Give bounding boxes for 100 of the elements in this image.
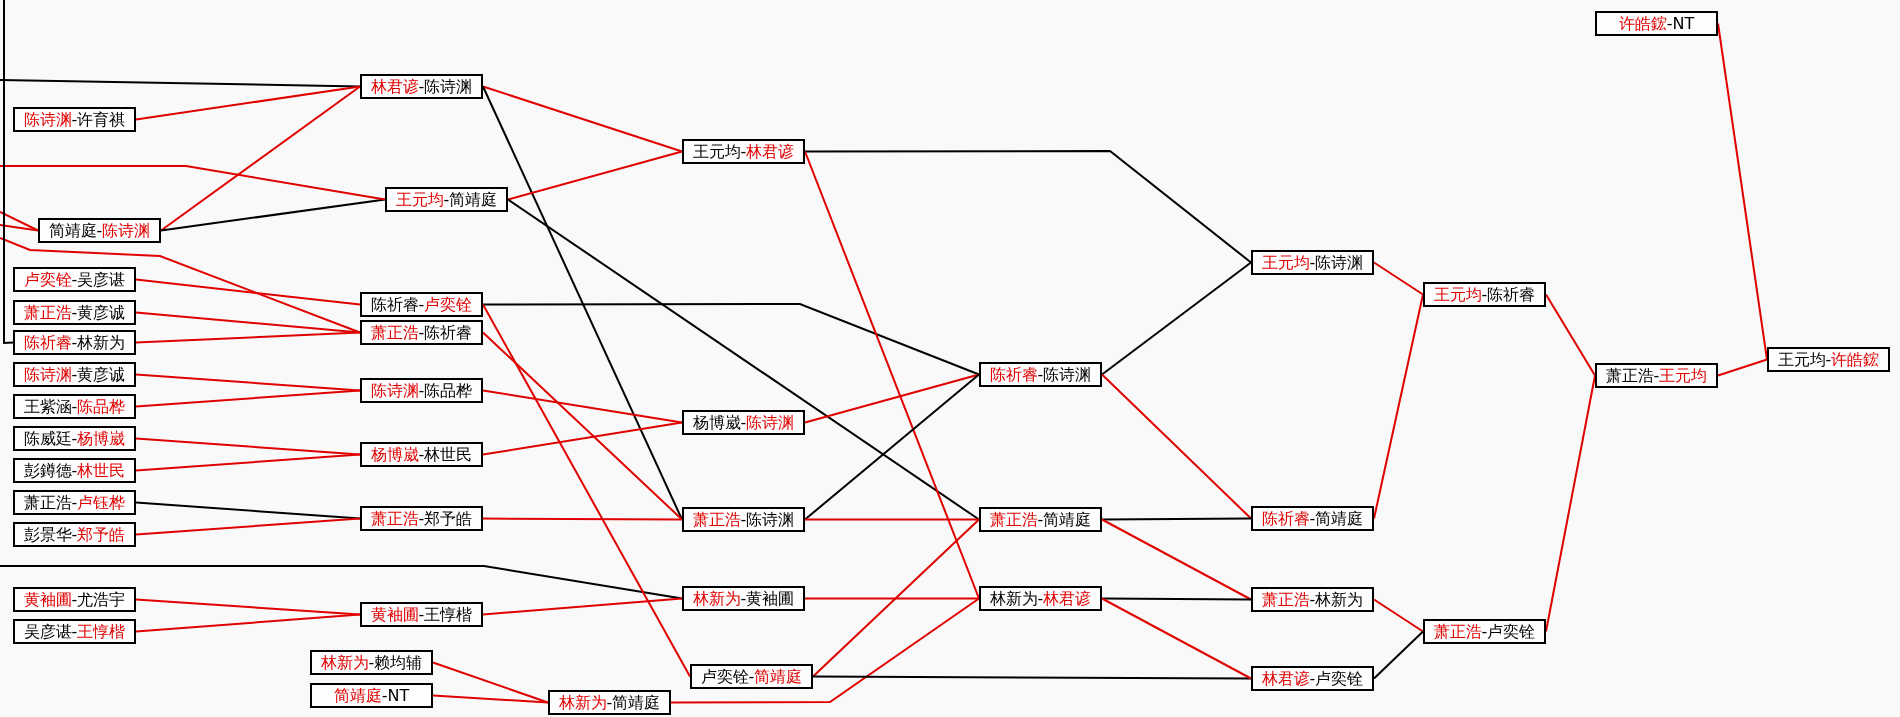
match-label: 杨博崴-林世民 [370, 446, 473, 463]
match-label: 陈威廷-杨博崴 [23, 430, 126, 447]
bracket-line [812, 518, 980, 678]
match-label: 陈诗渊-许育祺 [23, 111, 126, 128]
bracket-line [3, 0, 14, 345]
match-label: 彭鐏德-林世民 [23, 462, 126, 479]
match-label: 黄袖圃-尤浩宇 [23, 591, 126, 608]
match-box [13, 490, 136, 515]
match-box [1251, 587, 1374, 612]
bracket-line [482, 597, 683, 616]
bracket-line [160, 198, 386, 232]
bracket-line [135, 453, 361, 472]
match-label: 陈祈睿-陈诗渊 [989, 366, 1092, 383]
match-label: 王元均-陈诗渊 [1261, 254, 1364, 271]
match-box [360, 602, 483, 627]
match-label: 萧正浩-卢钰桦 [23, 494, 126, 511]
match-box [1423, 282, 1546, 307]
bracket-line [804, 597, 980, 600]
bracket-line [1101, 517, 1252, 521]
match-label: 陈诗渊-黄彦诚 [23, 366, 126, 383]
bracket-line [804, 518, 980, 521]
match-box [682, 139, 805, 164]
match-box [13, 458, 136, 483]
match-label: 林君谚-陈诗渊 [370, 78, 473, 95]
bracket-line [482, 303, 691, 678]
match-box [13, 107, 136, 132]
match-label: 萧正浩-简靖庭 [989, 511, 1092, 528]
bracket-line [135, 85, 361, 121]
match-label: 陈祈睿-林新为 [23, 334, 126, 351]
match-label: 萧正浩-卢奕铨 [1433, 623, 1536, 640]
match-label: 萧正浩-王元均 [1605, 367, 1708, 384]
match-label: 陈祈睿-卢奕铨 [370, 296, 473, 313]
match-label: 林新为-赖均辅 [320, 654, 423, 671]
match-label: 陈诗渊-陈品桦 [370, 382, 473, 399]
match-box [979, 507, 1102, 532]
match-box [1251, 506, 1374, 531]
match-box [360, 292, 483, 317]
match-label: 王元均-简靖庭 [395, 191, 498, 208]
bracket-line [1101, 597, 1252, 680]
match-label: 杨博崴-陈诗渊 [692, 414, 795, 431]
bracket-line [804, 150, 1252, 264]
bracket-line [804, 373, 980, 521]
bracket-line [135, 501, 361, 520]
match-box [360, 442, 483, 467]
bracket-line [1101, 261, 1252, 376]
match-box [13, 267, 136, 292]
bracket-line [1101, 373, 1252, 520]
match-box [1595, 363, 1718, 388]
match-box [13, 300, 136, 325]
match-label: 陈祈睿-简靖庭 [1261, 510, 1364, 527]
match-label: 林新为-简靖庭 [558, 694, 661, 711]
bracket-line [482, 421, 683, 456]
bracket-line [670, 597, 980, 704]
match-label: 林新为-黄袖圃 [692, 590, 795, 607]
bracket-line [1717, 358, 1768, 377]
match-box [13, 330, 136, 355]
match-box [360, 320, 483, 345]
bracket-line [482, 85, 683, 153]
match-box [682, 410, 805, 435]
match-label: 萧正浩-陈祈睿 [370, 324, 473, 341]
bracket-line [1101, 518, 1252, 601]
bracket-line [135, 598, 361, 616]
bracket-line [507, 198, 980, 521]
match-label: 王元均-陈祈睿 [1433, 286, 1536, 303]
bracket-line [135, 311, 361, 334]
bracket-line [135, 613, 361, 633]
match-label: 林君谚-卢奕铨 [1261, 670, 1364, 687]
bracket-line [0, 79, 361, 88]
bracket-line [135, 517, 361, 536]
bracket-line [135, 373, 361, 392]
bracket-line [135, 331, 361, 344]
match-box [360, 74, 483, 99]
match-box [360, 506, 483, 531]
match-box [1767, 347, 1890, 372]
bracket-line [482, 517, 683, 521]
match-label: 萧正浩-陈诗渊 [692, 511, 795, 528]
match-box [979, 362, 1102, 387]
match-box [1423, 619, 1546, 644]
match-box [1595, 11, 1718, 36]
match-label: 萧正浩-林新为 [1261, 591, 1364, 608]
match-box [979, 586, 1102, 611]
bracket-line [482, 331, 683, 521]
match-box [13, 394, 136, 419]
bracket-line [482, 389, 683, 424]
bracket-line [135, 389, 361, 408]
match-box [1251, 666, 1374, 691]
match-label: 卢奕铨-吴彦谌 [23, 271, 126, 288]
match-label: 王元均-许皓鋐 [1777, 351, 1880, 368]
match-box [310, 650, 433, 675]
match-box [1251, 250, 1374, 275]
match-label: 萧正浩-郑予皓 [370, 510, 473, 527]
bracket-line [507, 150, 683, 201]
bracket-line [0, 165, 386, 201]
match-label: 黄袖圃-王惇楷 [370, 606, 473, 623]
match-box [310, 683, 433, 708]
match-box [13, 587, 136, 612]
bracket-line [135, 437, 361, 456]
match-box [682, 507, 805, 532]
bracket-line [482, 303, 980, 376]
bracket-line [1373, 630, 1424, 680]
